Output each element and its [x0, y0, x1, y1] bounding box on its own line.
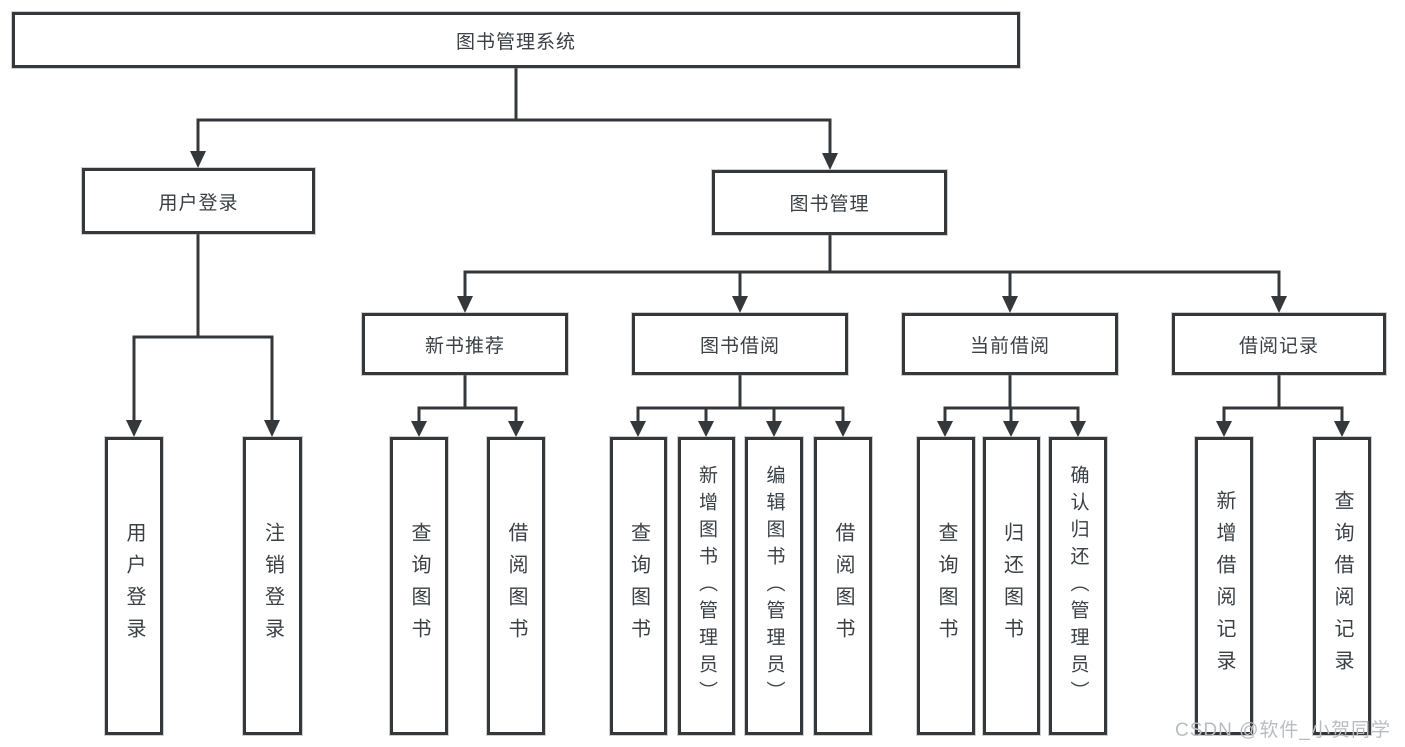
connector-root-to-level2: [190, 68, 838, 170]
node-user-login-label: 用户登录: [158, 192, 239, 214]
connector-user-login-to-leaves: [126, 234, 280, 437]
node-current-borrow-label: 当前借阅: [969, 335, 1050, 357]
leaf-return-books-label: 归还图书: [1000, 522, 1023, 650]
leaf-newbooks-query-books: 查询图书: [390, 437, 448, 735]
leaf-query-borrow-record-label: 查询借阅记录: [1331, 490, 1353, 682]
connector-book-borrow-to-leaves: [630, 375, 851, 437]
leaf-return-books: 归还图书: [983, 437, 1040, 735]
leaf-borrow-query-books: 查询图书: [610, 437, 667, 735]
connector-book-management-to-level3: [457, 235, 1287, 313]
leaf-borrow-query-books-label: 查询图书: [627, 522, 650, 650]
leaf-edit-books-admin: 编辑图书（管理员）: [745, 437, 803, 735]
leaf-user-login: 用户登录: [105, 437, 163, 735]
node-borrow-records-label: 借阅记录: [1238, 335, 1319, 357]
csdn-watermark: CSDN @软件_小贺同学: [1175, 720, 1391, 741]
node-new-book-recommend: 新书推荐: [362, 313, 568, 375]
leaf-user-login-label: 用户登录: [123, 522, 145, 650]
node-root-library-system: 图书管理系统: [12, 12, 1020, 68]
leaf-confirm-return-admin: 确认归还（管理员）: [1049, 437, 1107, 735]
connector-borrow-records-to-leaves: [1216, 375, 1350, 437]
node-book-borrow-label: 图书借阅: [699, 335, 780, 357]
leaf-newbooks-query-books-label: 查询图书: [408, 522, 430, 650]
leaf-newbooks-borrow-books-label: 借阅图书: [505, 522, 527, 650]
leaf-logout-label: 注销登录: [261, 522, 284, 650]
leaf-borrow-borrow-books: 借阅图书: [814, 437, 872, 735]
leaf-borrow-borrow-books-label: 借阅图书: [832, 522, 854, 650]
leaf-add-books-admin: 新增图书（管理员）: [678, 437, 735, 735]
node-new-book-recommend-label: 新书推荐: [424, 335, 505, 357]
leaf-add-books-admin-label: 新增图书（管理员）: [696, 464, 717, 708]
leaf-current-query-books: 查询图书: [917, 437, 975, 735]
node-current-borrow: 当前借阅: [902, 313, 1118, 375]
leaf-edit-books-admin-label: 编辑图书（管理员）: [763, 464, 785, 708]
node-borrow-records: 借阅记录: [1172, 313, 1386, 375]
connector-current-borrow-to-leaves: [937, 375, 1086, 437]
node-book-management: 图书管理: [712, 170, 947, 235]
connector-new-books-to-leaves: [411, 375, 524, 437]
leaf-confirm-return-admin-label: 确认归还（管理员）: [1067, 464, 1089, 708]
leaf-logout: 注销登录: [243, 437, 302, 735]
leaf-add-borrow-record-label: 新增借阅记录: [1213, 490, 1235, 682]
leaf-current-query-books-label: 查询图书: [935, 522, 957, 650]
node-root-label: 图书管理系统: [455, 31, 576, 53]
leaf-add-borrow-record: 新增借阅记录: [1195, 437, 1253, 735]
node-book-borrow: 图书借阅: [632, 313, 848, 375]
node-user-login: 用户登录: [82, 168, 315, 234]
leaf-query-borrow-record: 查询借阅记录: [1313, 437, 1371, 735]
leaf-newbooks-borrow-books: 借阅图书: [487, 437, 545, 735]
node-book-management-label: 图书管理: [789, 194, 870, 215]
